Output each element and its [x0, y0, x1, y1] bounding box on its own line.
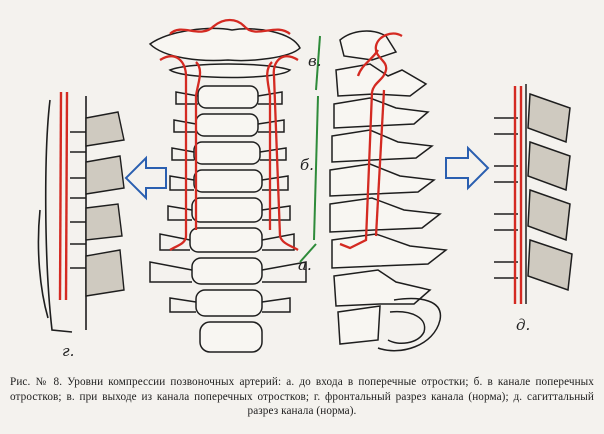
cervical-spine-frontal	[148, 27, 307, 353]
artery-frontal	[58, 91, 69, 301]
label-d: д.	[516, 316, 530, 334]
label-a: а.	[298, 256, 312, 274]
artery-sagittal	[513, 86, 523, 304]
sagittal-canal-section	[494, 84, 573, 304]
cervical-spine-lateral	[329, 30, 448, 352]
vertebral-arteries-frontal	[159, 18, 299, 251]
arrow-right-icon	[445, 145, 490, 191]
arrow-left-icon	[124, 155, 167, 201]
anatomy-illustration: г.	[37, 18, 573, 360]
figure-caption: Рис. № 8. Уровни компрессии позвоночных …	[10, 376, 594, 418]
guide-lines	[299, 35, 321, 263]
label-v: в.	[308, 52, 322, 70]
label-b: б.	[300, 156, 314, 174]
label-g: г.	[62, 342, 74, 360]
vertebral-artery-lateral	[339, 32, 403, 250]
frontal-canal-section	[37, 96, 125, 333]
